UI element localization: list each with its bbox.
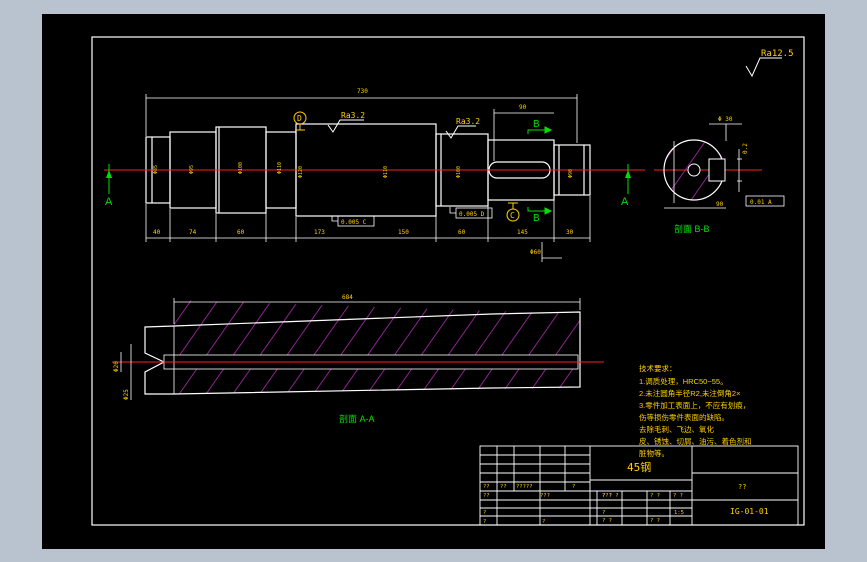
dim-seg2: 74 [189, 229, 197, 236]
svg-text:1:5: 1:5 [674, 510, 684, 516]
svg-text:?: ? [602, 510, 605, 516]
drawing-border [91, 36, 805, 526]
svg-text:Φ120: Φ120 [298, 166, 304, 178]
section-marker-b-bottom [527, 207, 553, 215]
section-a-dim-overall [173, 298, 581, 324]
svg-text:??: ?? [483, 493, 490, 499]
section-a-overall-label: 684 [342, 294, 353, 301]
svg-text:D: D [297, 114, 302, 123]
dim-small-bottom-label: Φ60 [530, 249, 541, 256]
roughness-symbol-global: Ra12.5 [745, 49, 794, 78]
title-block-material: 45钢 [627, 461, 651, 474]
svg-text:??: ?? [483, 484, 490, 490]
dim-small-bottom [541, 242, 562, 262]
svg-text:0.01 A: 0.01 A [750, 199, 772, 206]
title-block-cells: ?? ?? ????? ?? ??? ? ??? ? ? ? ? ? ? ? ?… [483, 484, 684, 525]
section-marker-b-top [527, 126, 553, 134]
svg-text:Φ110: Φ110 [383, 166, 389, 178]
svg-text:去除毛刺、飞边、氧化: 去除毛刺、飞边、氧化 [639, 424, 714, 434]
svg-text:?: ? [572, 484, 575, 490]
svg-text:0.005 D: 0.005 D [459, 211, 485, 218]
svg-text:?????: ????? [516, 484, 533, 490]
datum-c: C [506, 202, 520, 222]
svg-text:???: ??? [540, 493, 550, 499]
dim-overall [145, 94, 578, 143]
section-marker-a-left: A [105, 164, 113, 208]
svg-text:Φ110: Φ110 [277, 162, 283, 174]
svg-text:技术要求：: 技术要求： [639, 363, 677, 373]
svg-text:Ra3.2: Ra3.2 [456, 117, 480, 126]
dim-seg1: 40 [153, 229, 161, 236]
section-b-dim-right: 0.2 [742, 143, 749, 154]
section-a-dim-left-1: Φ20 [113, 361, 120, 372]
svg-text:1.调质处理，HRC50~55。: 1.调质处理，HRC50~55。 [639, 376, 728, 386]
diameter-labels: Φ85 Φ95 Φ100 Φ110 Φ120 Φ110 Φ100 Φ90 [153, 162, 574, 178]
svg-text:Φ90: Φ90 [568, 169, 574, 178]
svg-text:? ?: ? ? [602, 518, 612, 524]
technical-notes: 技术要求： 1.调质处理，HRC50~55。 2.未注圆角半径R2,未注倒角2×… [639, 363, 752, 458]
svg-text:Φ95: Φ95 [189, 165, 195, 174]
section-marker-a-right: A [621, 164, 631, 208]
cad-viewport[interactable]: Ra12.5 A A B [42, 14, 825, 549]
svg-text:? ?: ? ? [673, 493, 683, 499]
dim-overall-label: 730 [357, 88, 368, 95]
svg-text:?: ? [483, 510, 486, 516]
section-b-label-bottom: B [533, 213, 540, 224]
svg-text:? ?: ? ? [650, 493, 660, 499]
section-a-title: 剖面 A-A [339, 413, 375, 424]
svg-text:?: ? [542, 519, 545, 525]
svg-text:Ra3.2: Ra3.2 [341, 111, 365, 120]
dim-seg6: 60 [458, 229, 466, 236]
title-block [479, 445, 799, 526]
svg-text:皮、锈蚀、切屑、油污、着色剂和: 皮、锈蚀、切屑、油污、着色剂和 [639, 436, 752, 446]
section-a-view [144, 300, 581, 395]
svg-text:0.005 C: 0.005 C [341, 219, 367, 226]
shaft-drawing: Ra12.5 A A B [91, 36, 805, 526]
title-block-drawing-no: IG-01-01 [730, 507, 769, 516]
svg-text:C: C [510, 211, 515, 220]
dim-seg7: 145 [517, 229, 528, 236]
dim-keyseat-label: 90 [519, 104, 527, 111]
svg-text:A: A [105, 196, 113, 208]
section-b-title: 剖面 B-B [674, 223, 710, 234]
section-b-dim-top: Φ 30 [718, 116, 733, 123]
svg-text:A: A [621, 196, 629, 208]
svg-text:??: ?? [500, 484, 507, 490]
section-b-label-top: B [533, 119, 540, 130]
dim-keyseat [493, 109, 554, 161]
svg-text:Φ85: Φ85 [153, 165, 159, 174]
datum-d: D [293, 111, 307, 131]
dim-seg8: 30 [566, 229, 574, 236]
svg-text:Φ100: Φ100 [456, 166, 462, 178]
svg-text:3.零件加工表面上，不应有划痕，: 3.零件加工表面上，不应有划痕， [639, 400, 750, 410]
svg-text:? ?: ? ? [650, 518, 660, 524]
tolerance-frame-left: 0.005 C [331, 215, 375, 227]
dim-seg3: 60 [237, 229, 245, 236]
tolerance-frame-right: 0.005 D [449, 207, 493, 219]
section-b-tolerance-frame: 0.01 A [745, 195, 785, 207]
svg-text:2.未注圆角半径R2,未注倒角2×: 2.未注圆角半径R2,未注倒角2× [639, 388, 740, 398]
svg-text:Φ100: Φ100 [238, 162, 244, 174]
roughness-left: Ra3.2 [327, 111, 365, 133]
dim-seg4: 173 [314, 229, 325, 236]
roughness-global-label: Ra12.5 [761, 49, 794, 59]
svg-text:?: ? [483, 519, 486, 525]
roughness-right: Ra3.2 [445, 117, 480, 139]
svg-text:脏物等。: 脏物等。 [639, 448, 669, 458]
section-a-dim-left-2: Φ25 [123, 389, 130, 400]
svg-text:???: ??? [602, 493, 612, 499]
svg-text:伤等损伤零件表面的缺陷。: 伤等损伤零件表面的缺陷。 [639, 412, 729, 422]
title-block-name: ?? [738, 483, 746, 491]
section-b-view [663, 123, 742, 209]
section-b-dim-bottom: 90 [716, 201, 724, 208]
svg-text:? ? ?: ? ? ? [602, 493, 619, 499]
section-a-dim-left [120, 344, 132, 400]
dim-seg5: 150 [398, 229, 409, 236]
